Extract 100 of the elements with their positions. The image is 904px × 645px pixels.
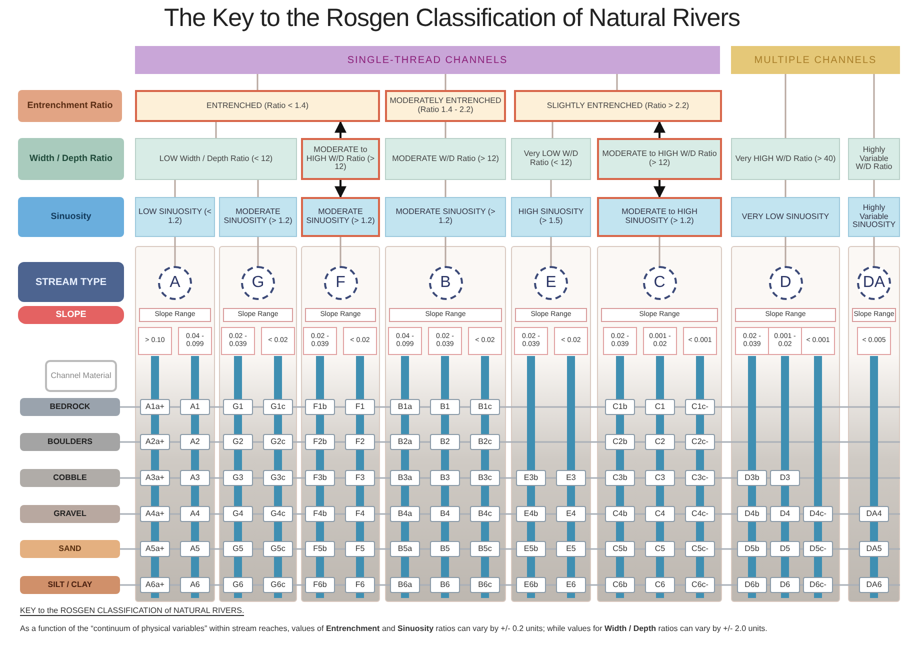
stream-type-cell: D4 — [770, 506, 800, 522]
stream-type-cell: B4a — [390, 506, 420, 522]
stream-type-cell: G4c — [263, 506, 293, 522]
stream-type-cell: D4b — [737, 506, 767, 522]
stream-type-cell: B6 — [430, 577, 460, 593]
entrenchment-box: SLIGHTLY ENTRENCHED (Ratio > 2.2) — [514, 90, 722, 122]
stream-type-cell: F1 — [345, 399, 375, 415]
connector-line — [174, 237, 176, 266]
stream-type-cell: B3a — [390, 470, 420, 486]
connector-line — [256, 74, 258, 90]
stream-type-cell: E5b — [516, 541, 546, 557]
connector-line — [552, 122, 554, 138]
footnote: As a function of the “continuum of physical variables” within stream reaches, values of Entrenchment and Sinuosity ratios can vary by +/- 0.2 units; while values for Width / Depth ratios can vary by +/- 2.0 units. — [20, 624, 768, 633]
row-header: Width / Depth Ratio — [18, 138, 124, 180]
connector-line — [174, 180, 176, 197]
connector-line — [444, 122, 446, 138]
sinuosity-box: MODERATE SINUOSITY (> 1.2) — [301, 197, 380, 237]
connector-line — [444, 180, 446, 197]
stream-type-cell: G6c — [263, 577, 293, 593]
stream-type-cell: C6 — [645, 577, 675, 593]
stream-type-cell: C4b — [605, 506, 635, 522]
stream-type-cell: E4b — [516, 506, 546, 522]
stream-type-cell: A3a+ — [140, 470, 170, 486]
stream-type-cell: E6b — [516, 577, 546, 593]
stream-type-cell: C5b — [605, 541, 635, 557]
stream-type-cell: A3 — [180, 470, 210, 486]
connector-line — [873, 74, 875, 138]
stream-type-cell: C2b — [605, 434, 635, 450]
stream-type-cell: B5 — [430, 541, 460, 557]
width-depth-box: Highly Variable W/D Ratio — [848, 138, 900, 180]
row-header: COBBLE — [20, 469, 120, 487]
width-depth-box: Very HIGH W/D Ratio (> 40) — [731, 138, 840, 180]
stream-type-cell: D6 — [770, 577, 800, 593]
arrow — [334, 180, 346, 198]
stream-type-cell: B6a — [390, 577, 420, 593]
stream-type-cell: E3 — [556, 470, 586, 486]
diagram-title: The Key to the Rosgen Classification of Natural Rivers — [162, 4, 742, 33]
row-header: GRAVEL — [20, 505, 120, 523]
stream-type-cell: A4a+ — [140, 506, 170, 522]
arrow — [654, 180, 666, 198]
stream-type-cell: B1c — [470, 399, 500, 415]
stream-type-cell: G5c — [263, 541, 293, 557]
row-header: SILT / CLAY — [20, 576, 120, 594]
connector-line — [658, 237, 660, 266]
stream-type-cell: A5 — [180, 541, 210, 557]
stream-type-cell: D4c- — [803, 506, 833, 522]
stream-type-cell: C1 — [645, 399, 675, 415]
stream-type-cell: F6 — [345, 577, 375, 593]
stream-type-cell: G1 — [223, 399, 253, 415]
channel-group-band: MULTIPLE CHANNELS — [731, 46, 900, 74]
stream-type-cell: E6 — [556, 577, 586, 593]
stream-type-cell: D3 — [770, 470, 800, 486]
stream-type-cell: B1 — [430, 399, 460, 415]
stream-type-cell: G3 — [223, 470, 253, 486]
stream-type-cell: E4 — [556, 506, 586, 522]
stream-type-cell: C6c- — [685, 577, 715, 593]
stream-type-cell: C5c- — [685, 541, 715, 557]
sinuosity-box: LOW SINUOSITY (< 1.2) — [135, 197, 215, 237]
connector-line — [616, 74, 618, 90]
stream-type-cell: B6c — [470, 577, 500, 593]
stream-type-cell: G4 — [223, 506, 253, 522]
entrenchment-box: ENTRENCHED (Ratio < 1.4) — [135, 90, 380, 122]
stream-type-cell: A1a+ — [140, 399, 170, 415]
entrenchment-box: MODERATELY ENTRENCHED (Ratio 1.4 - 2.2) — [385, 90, 506, 122]
sinuosity-box: Highly Variable SINUOSITY — [848, 197, 900, 237]
stream-type-cell: B5a — [390, 541, 420, 557]
stream-type-cell: B4 — [430, 506, 460, 522]
row-header: SLOPE — [18, 306, 124, 324]
width-depth-box: Very LOW W/D Ratio (< 12) — [511, 138, 591, 180]
width-depth-box: MODERATE to HIGH W/D Ratio (> 12) — [597, 138, 722, 180]
stream-type-cell: A6 — [180, 577, 210, 593]
stream-type-cell: D5c- — [803, 541, 833, 557]
stream-type-cell: C1b — [605, 399, 635, 415]
connector-line — [784, 180, 786, 197]
stream-type-cell: F4 — [345, 506, 375, 522]
stream-type-cell: DA4 — [859, 506, 889, 522]
stream-type-cell: B2c — [470, 434, 500, 450]
stream-type-cell: A4 — [180, 506, 210, 522]
width-depth-box: MODERATE W/D Ratio (> 12) — [385, 138, 506, 180]
row-header: Entrenchment Ratio — [18, 90, 122, 122]
stream-type-cell: DA6 — [859, 577, 889, 593]
stream-type-cell: G6 — [223, 577, 253, 593]
stream-type-cell: C2c- — [685, 434, 715, 450]
sinuosity-box: MODERATE SINUOSITY (> 1.2) — [385, 197, 506, 237]
stream-type-cell: C5 — [645, 541, 675, 557]
row-header: SAND — [20, 540, 120, 558]
connector-line — [873, 237, 875, 266]
stream-type-cell: B4c — [470, 506, 500, 522]
row-header: STREAM TYPE — [18, 262, 124, 302]
stream-type-cell: E3b — [516, 470, 546, 486]
stream-type-cell: A2 — [180, 434, 210, 450]
connector-line — [784, 237, 786, 266]
stream-type-cell: G3c — [263, 470, 293, 486]
footer-heading: KEY to the ROSGEN CLASSIFICATION of NATURAL RIVERS. — [20, 606, 244, 616]
stream-type-cell: G1c — [263, 399, 293, 415]
arrow — [334, 120, 346, 138]
stream-type-cell: D3b — [737, 470, 767, 486]
stream-type-cell: F6b — [305, 577, 335, 593]
connector-line — [784, 74, 786, 138]
arrow — [654, 120, 666, 138]
